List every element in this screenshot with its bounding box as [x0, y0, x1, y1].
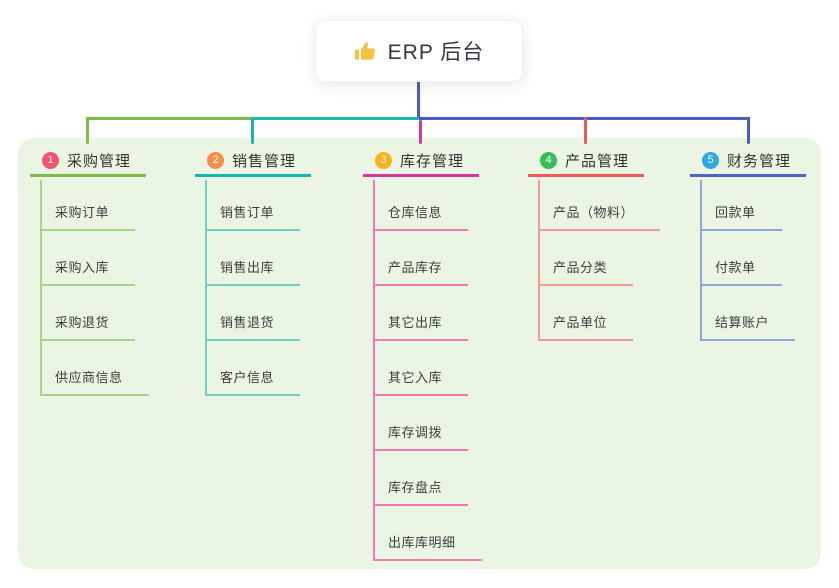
node-purchase-inbound[interactable]: 采购入库 [40, 259, 136, 286]
branch-label: 产品管理 [565, 152, 630, 170]
branch-label: 采购管理 [67, 152, 132, 170]
branch-spine [373, 180, 375, 561]
branch-header-product[interactable]: 4 产品管理 [528, 146, 644, 177]
drop-branch-product [584, 117, 587, 144]
branch-badge: 3 [375, 151, 392, 169]
node-product-unit[interactable]: 产品单位 [538, 314, 634, 341]
node-outbound-detail[interactable]: 出库库明细 [373, 534, 482, 561]
branch-badge: 2 [207, 151, 224, 169]
root-node[interactable]: ERP 后台 [315, 20, 523, 82]
drop-branch-inventory [419, 120, 422, 144]
branch-badge: 5 [702, 151, 719, 169]
branches-panel [18, 138, 821, 569]
branch-inventory: 3 库存管理 仓库信息 产品库存 其它出库 其它入库 库存调拨 库存盘点 出库库… [363, 146, 482, 561]
connector-segment-left [86, 117, 251, 120]
branch-label: 库存管理 [400, 152, 465, 170]
node-purchase-order[interactable]: 采购订单 [40, 204, 136, 231]
node-payment-order[interactable]: 付款单 [700, 259, 782, 286]
drop-branch-sales [251, 117, 254, 144]
node-warehouse-info[interactable]: 仓库信息 [373, 204, 469, 231]
branch-product: 4 产品管理 产品（物料） 产品分类 产品单位 [528, 146, 661, 341]
node-sales-return[interactable]: 销售退货 [205, 314, 301, 341]
node-sales-order[interactable]: 销售订单 [205, 204, 301, 231]
branch-spine [538, 180, 540, 341]
node-stock-count[interactable]: 库存盘点 [373, 479, 469, 506]
branch-header-inventory[interactable]: 3 库存管理 [363, 146, 479, 177]
node-product-material[interactable]: 产品（物料） [538, 204, 661, 231]
branch-finance: 5 财务管理 回款单 付款单 结算账户 [690, 146, 806, 341]
branch-header-finance[interactable]: 5 财务管理 [690, 146, 806, 177]
drop-branch-finance [747, 117, 750, 144]
node-sales-outbound[interactable]: 销售出库 [205, 259, 301, 286]
connector-segment-middle [251, 117, 419, 120]
branch-label: 财务管理 [727, 152, 792, 170]
branch-badge: 1 [42, 151, 59, 169]
node-stock-transfer[interactable]: 库存调拨 [373, 424, 469, 451]
node-customer-info[interactable]: 客户信息 [205, 369, 301, 396]
branch-spine [40, 180, 42, 396]
branch-header-sales[interactable]: 2 销售管理 [195, 146, 311, 177]
branch-sales: 2 销售管理 销售订单 销售出库 销售退货 客户信息 [195, 146, 311, 396]
thumbs-up-icon [354, 40, 377, 63]
drop-branch-purchase [86, 117, 89, 144]
branch-purchase: 1 采购管理 采购订单 采购入库 采购退货 供应商信息 [30, 146, 149, 396]
branch-spine [205, 180, 207, 396]
root-connector [417, 81, 420, 120]
node-other-inbound[interactable]: 其它入库 [373, 369, 469, 396]
node-supplier-info[interactable]: 供应商信息 [40, 369, 149, 396]
node-product-stock[interactable]: 产品库存 [373, 259, 469, 286]
branch-header-purchase[interactable]: 1 采购管理 [30, 146, 146, 177]
root-title: ERP 后台 [387, 41, 485, 64]
branch-badge: 4 [540, 151, 557, 169]
node-product-category[interactable]: 产品分类 [538, 259, 634, 286]
node-settlement-account[interactable]: 结算账户 [700, 314, 796, 341]
node-receipt-order[interactable]: 回款单 [700, 204, 782, 231]
branch-label: 销售管理 [232, 152, 297, 170]
node-other-outbound[interactable]: 其它出库 [373, 314, 469, 341]
branch-spine [700, 180, 702, 341]
node-purchase-return[interactable]: 采购退货 [40, 314, 136, 341]
